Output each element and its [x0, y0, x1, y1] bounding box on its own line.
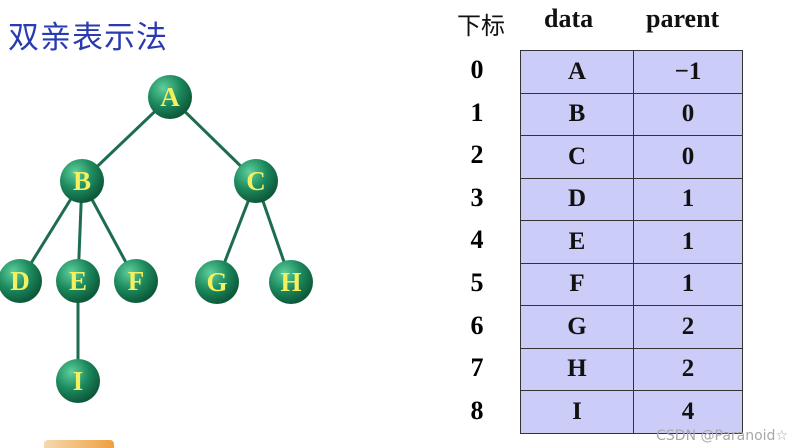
parent-cell: 0: [633, 92, 743, 136]
header-data: data: [544, 4, 594, 33]
parent-cell: −1: [633, 50, 743, 94]
svg-text:I: I: [73, 366, 84, 396]
tree-node-a: A: [148, 75, 192, 119]
data-cell: C: [520, 135, 634, 179]
header-index: 下标: [457, 12, 505, 40]
tree-node-c: C: [234, 159, 278, 203]
tree-node-i: I: [56, 359, 100, 403]
tree-node-h: H: [269, 260, 313, 304]
row-index: 0: [470, 55, 484, 84]
row-index: 4: [470, 225, 484, 255]
svg-text:B: B: [73, 166, 91, 196]
tree-node-b: B: [60, 159, 104, 203]
parent-cell: 1: [633, 177, 743, 221]
tree-diagram: A B C D E F G H I: [0, 75, 313, 403]
row-index: 7: [470, 353, 484, 383]
data-cell: A: [520, 50, 634, 94]
parent-cell: 0: [633, 135, 743, 179]
parent-cell: 1: [633, 262, 743, 306]
tree-node-g: G: [195, 260, 239, 304]
parent-cell: 2: [633, 347, 743, 391]
data-cell: G: [520, 305, 634, 349]
data-cell: F: [520, 262, 634, 306]
svg-text:G: G: [206, 267, 227, 297]
parent-cell: 2: [633, 305, 743, 349]
data-cell: H: [520, 347, 634, 391]
svg-text:F: F: [128, 266, 145, 296]
svg-text:A: A: [160, 82, 180, 112]
row-index: 6: [470, 310, 484, 340]
data-cell: D: [520, 177, 634, 221]
svg-text:D: D: [10, 266, 30, 296]
data-cell: E: [520, 220, 634, 264]
row-index: 3: [470, 182, 484, 212]
parent-cell: 4: [633, 390, 743, 434]
table-row: A−1: [520, 50, 743, 94]
svg-text:H: H: [280, 267, 301, 297]
row-index: 8: [470, 395, 484, 425]
tree-node-d: D: [0, 259, 42, 303]
row-index: 2: [470, 140, 484, 170]
slide-title: 双亲表示法: [8, 20, 168, 56]
parent-cell: 1: [633, 220, 743, 264]
svg-text:E: E: [69, 266, 87, 296]
data-cell: I: [520, 390, 634, 434]
logo-fragment: [44, 440, 114, 448]
row-index: 5: [470, 268, 484, 297]
data-cell: B: [520, 92, 634, 136]
svg-text:C: C: [246, 166, 266, 196]
header-parent: parent: [646, 4, 720, 33]
tree-node-e: E: [56, 259, 100, 303]
watermark: CSDN @Paranoid☆: [656, 428, 788, 444]
tree-node-f: F: [114, 259, 158, 303]
row-index: 1: [470, 97, 484, 127]
